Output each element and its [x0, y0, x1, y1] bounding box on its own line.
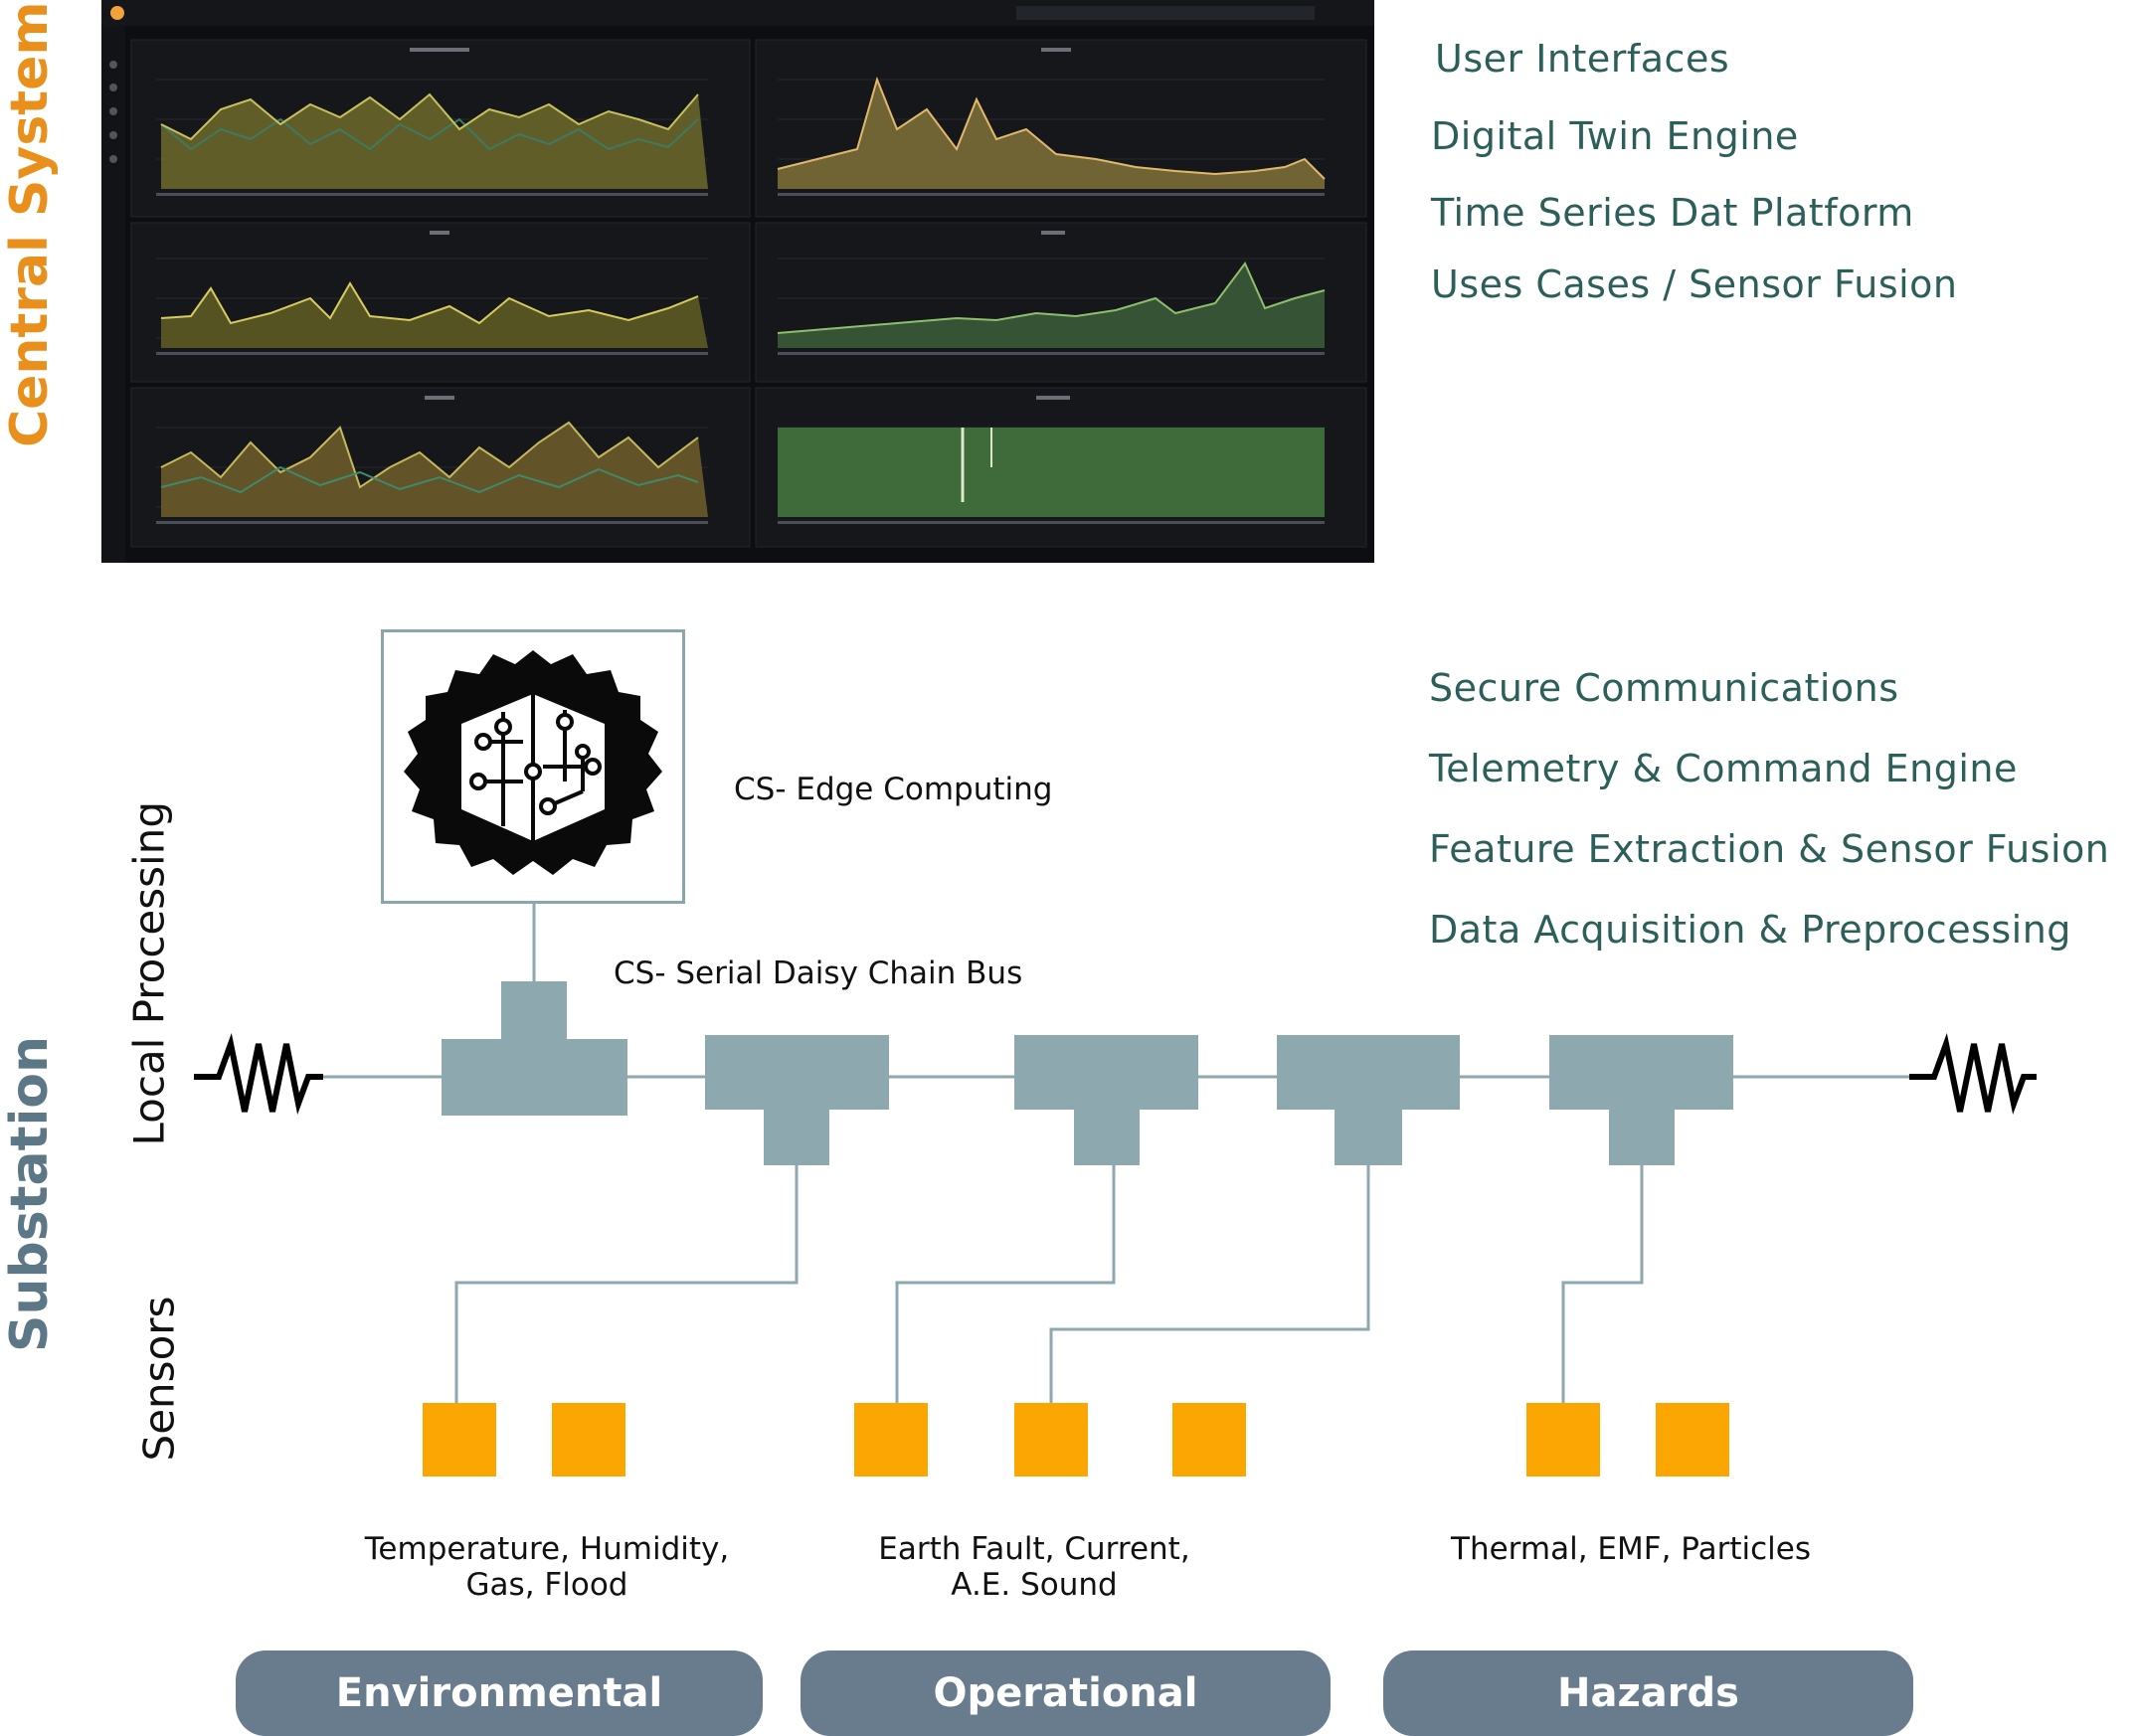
bus-node [705, 1035, 889, 1165]
sensor-block [1014, 1403, 1088, 1476]
local-layer-telemetry: Telemetry & Command Engine [1429, 747, 2018, 790]
category-environmental: Environmental [236, 1650, 763, 1736]
bus-node [1549, 1035, 1733, 1165]
caption-line: A.E. Sound [951, 1567, 1118, 1603]
central-layer-use-cases: Uses Cases / Sensor Fusion [1431, 262, 1958, 306]
local-layer-feature-extraction: Feature Extraction & Sensor Fusion [1429, 827, 2110, 871]
serial-bus-label: CS- Serial Daisy Chain Bus [614, 955, 1023, 991]
central-layer-digital-twin: Digital Twin Engine [1431, 114, 1799, 158]
sensor-caption-hazards: Thermal, EMF, Particles [1432, 1531, 1830, 1567]
central-layer-time-series: Time Series Dat Platform [1431, 191, 1914, 235]
local-layer-secure-comms: Secure Communications [1429, 666, 1899, 710]
sensor-caption-environmental: Temperature, Humidity, Gas, Flood [348, 1531, 746, 1603]
edge-computing-box [381, 629, 685, 904]
caption-line: Temperature, Humidity, [364, 1531, 730, 1567]
sensor-block [854, 1403, 928, 1476]
category-operational: Operational [801, 1650, 1331, 1736]
dashboard-screenshot [101, 0, 1374, 563]
sensor-block [552, 1403, 625, 1476]
bus-node-edge [442, 981, 627, 1116]
sensor-block [423, 1403, 496, 1476]
sensor-caption-operational: Earth Fault, Current, A.E. Sound [835, 1531, 1233, 1603]
category-hazards: Hazards [1383, 1650, 1913, 1736]
bus-node [1014, 1035, 1198, 1165]
sensor-block [1656, 1403, 1729, 1476]
sensor-block [1172, 1403, 1246, 1476]
caption-line: Gas, Flood [465, 1567, 628, 1603]
caption-line: Thermal, EMF, Particles [1451, 1531, 1811, 1567]
sensor-block [1526, 1403, 1600, 1476]
edge-computing-label: CS- Edge Computing [734, 772, 1053, 807]
local-layer-data-acquisition: Data Acquisition & Preprocessing [1429, 908, 2071, 952]
resistor-terminator-icon [1909, 1033, 2037, 1115]
bus-node [1277, 1035, 1460, 1165]
caption-line: Earth Fault, Current, [878, 1531, 1190, 1567]
resistor-terminator-icon [194, 1033, 323, 1115]
central-layer-user-interfaces: User Interfaces [1435, 37, 1730, 81]
edge-computing-chip-icon [404, 650, 662, 875]
